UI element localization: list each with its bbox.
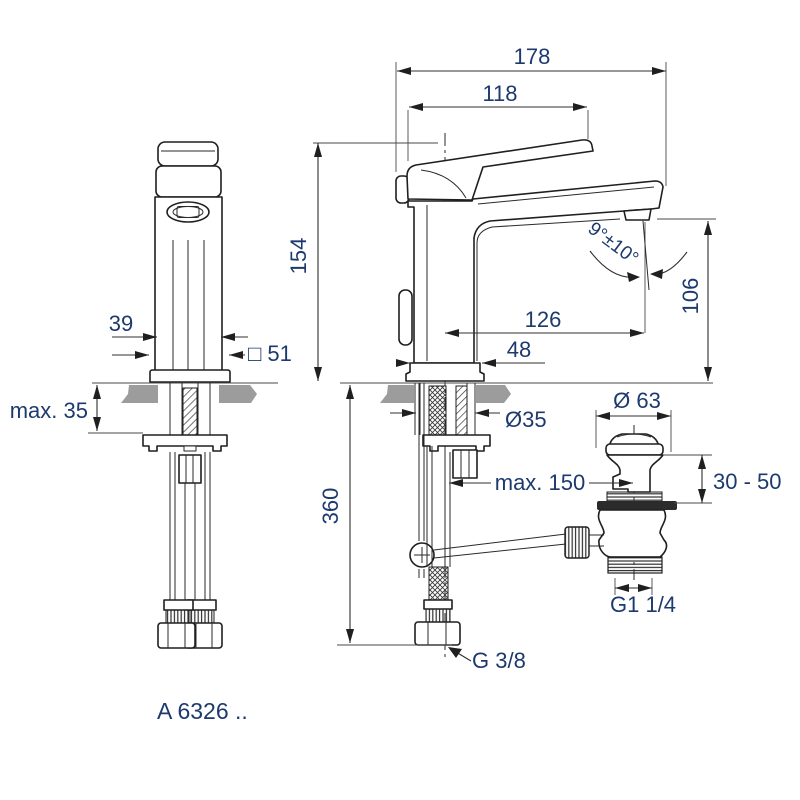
waste-body	[597, 509, 668, 558]
dim-label-51: □ 51	[248, 341, 292, 366]
side-lever	[406, 139, 594, 201]
dim-base-square: □ 51	[112, 341, 292, 366]
counter-side-right	[476, 385, 511, 403]
front-undercounter	[142, 383, 228, 649]
dim-label-106: 106	[678, 278, 703, 315]
dim-supply-thread: G 3/8	[448, 647, 526, 673]
dim-outlet-offset: 126	[445, 307, 644, 337]
waste-thread-upper	[606, 491, 663, 503]
dim-hose-length: 360	[318, 385, 452, 646]
side-body-detail	[398, 289, 413, 346]
dim-label-max35: max. 35	[10, 398, 88, 423]
waste-washer	[597, 501, 677, 510]
front-hose-nut-left	[157, 622, 196, 649]
side-mounting-nut	[452, 449, 478, 479]
dim-label-48: 48	[507, 337, 531, 362]
counter-left	[121, 385, 158, 403]
counter-right	[219, 385, 257, 403]
counter-side-left	[380, 385, 414, 403]
side-base-plate	[405, 362, 485, 382]
dim-total-width: 178	[395, 44, 667, 186]
dim-plug-diameter: Ø 63	[595, 388, 672, 452]
product-code: A 6326 ..	[157, 698, 248, 724]
dim-base-depth: 48	[396, 337, 545, 367]
dim-waste-thread: G1 1/4	[610, 578, 676, 617]
waste-thread-lower	[607, 556, 663, 574]
front-base-plate	[149, 369, 231, 383]
front-handle-cap	[157, 141, 219, 167]
dim-label-3050: 30 - 50	[713, 469, 782, 494]
dim-label-g114: G1 1/4	[610, 592, 676, 617]
linkage-knurl	[564, 526, 590, 559]
dim-label-g38: G 3/8	[472, 648, 526, 673]
front-mounting-nut	[178, 454, 202, 484]
plug-rim	[605, 443, 664, 456]
side-hose-nut	[414, 621, 461, 646]
dim-label-360: 360	[318, 488, 343, 525]
side-hose	[414, 446, 461, 646]
dim-body-width: 39	[109, 311, 248, 341]
dim-stream-angle: 9°±10°	[584, 218, 688, 333]
dim-label-d35: Ø35	[505, 407, 547, 432]
dim-rod-reach: max. 150	[449, 470, 633, 495]
front-handle-block	[155, 165, 222, 198]
dim-lever-length: 118	[407, 81, 589, 161]
side-hose-collar	[423, 599, 453, 610]
waste-neck	[606, 454, 664, 493]
dim-hole-diameter: Ø35	[390, 407, 547, 432]
popup-rod	[409, 383, 590, 578]
front-view	[92, 141, 278, 649]
front-mounting-flange	[142, 434, 228, 452]
side-body-spout	[407, 180, 664, 364]
dim-label-39: 39	[109, 311, 133, 336]
dimensions: 178 118 154 106	[10, 44, 782, 673]
drain-assembly	[589, 425, 677, 580]
dim-spout-height: 106	[657, 218, 716, 381]
dim-waste-range: 30 - 50	[663, 454, 782, 504]
dim-deck-thickness: max. 35	[10, 385, 143, 434]
dim-label-max150: max. 150	[495, 470, 586, 495]
front-spout-outlet	[166, 201, 210, 223]
dim-body-height: 154	[286, 142, 438, 381]
dim-label-126: 126	[525, 307, 562, 332]
side-mounting-flange	[422, 434, 491, 452]
dim-label-178: 178	[514, 44, 551, 69]
side-view	[340, 133, 713, 660]
dim-label-d63: Ø 63	[613, 388, 661, 413]
front-hose-collar-left	[163, 599, 194, 611]
aerator	[623, 208, 652, 221]
dim-label-118: 118	[482, 81, 517, 106]
dim-label-angle: 9°±10°	[584, 218, 642, 269]
dim-label-154: 154	[286, 238, 311, 275]
